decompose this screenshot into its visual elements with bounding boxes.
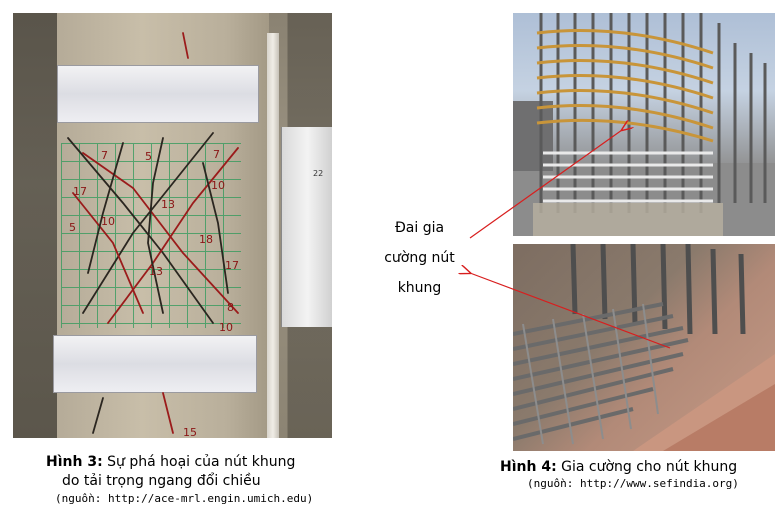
photo-mark-7: 10	[101, 215, 115, 228]
photo-mark-6: 13	[161, 198, 175, 211]
figure4-number: Hình 4:	[500, 459, 557, 475]
photo-mark-2: 7	[101, 149, 108, 162]
lower-band	[53, 335, 257, 393]
photo-mark-11: 17	[225, 259, 239, 272]
photo-mark-3: 7	[213, 148, 220, 161]
photo-mark-13: 10	[219, 321, 233, 334]
upper-band	[57, 65, 259, 123]
photo-mark-5: 17	[73, 185, 87, 198]
figure3-caption-text1: Sự phá hoại của nút khung	[107, 454, 296, 470]
rebar-cage-photo-bottom	[513, 244, 775, 451]
figure4-caption: Hình 4: Gia cường cho nút khung	[500, 458, 737, 477]
steel-beam-stub	[281, 127, 332, 327]
crack-grid	[61, 143, 241, 328]
photo-mark-1: 5	[145, 150, 152, 163]
crack-pattern: 5 7 7 10 17 13 10 5 18 13 17 8 10 15 22	[67, 32, 323, 438]
photo-mark-14: 15	[183, 426, 197, 438]
figure4-source: (nguồn: http://www.sefindia.org)	[527, 477, 739, 490]
photo-mark-9: 18	[199, 233, 213, 246]
figure3-caption-line2: do tải trọng ngang đổi chiều	[62, 473, 261, 489]
callout-line-2: cường nút	[384, 250, 455, 266]
joint-failure-photo: 5 7 7 10 17 13 10 5 18 13 17 8 10 15 22	[13, 13, 332, 438]
callout-line-1: Đai gia	[394, 220, 445, 236]
cable-bundle	[267, 33, 279, 438]
figure3-number: Hình 3:	[46, 454, 103, 470]
rebar-cage-photo-top	[513, 13, 775, 236]
figure3-source: (nguồn: http://ace-mrl.engin.umich.edu)	[55, 492, 314, 505]
photo-mark-12: 8	[227, 301, 234, 314]
callout-line-3: khung	[397, 280, 442, 296]
photo-mark-10: 13	[149, 265, 163, 278]
photo-mark-15: 22	[313, 169, 323, 178]
photo-mark-8: 5	[69, 221, 76, 234]
figure4-caption-text: Gia cường cho nút khung	[561, 459, 738, 475]
figure3-caption-line1: Hình 3: Sự phá hoại của nút khung	[46, 453, 295, 472]
photo-mark-4: 10	[211, 179, 225, 192]
